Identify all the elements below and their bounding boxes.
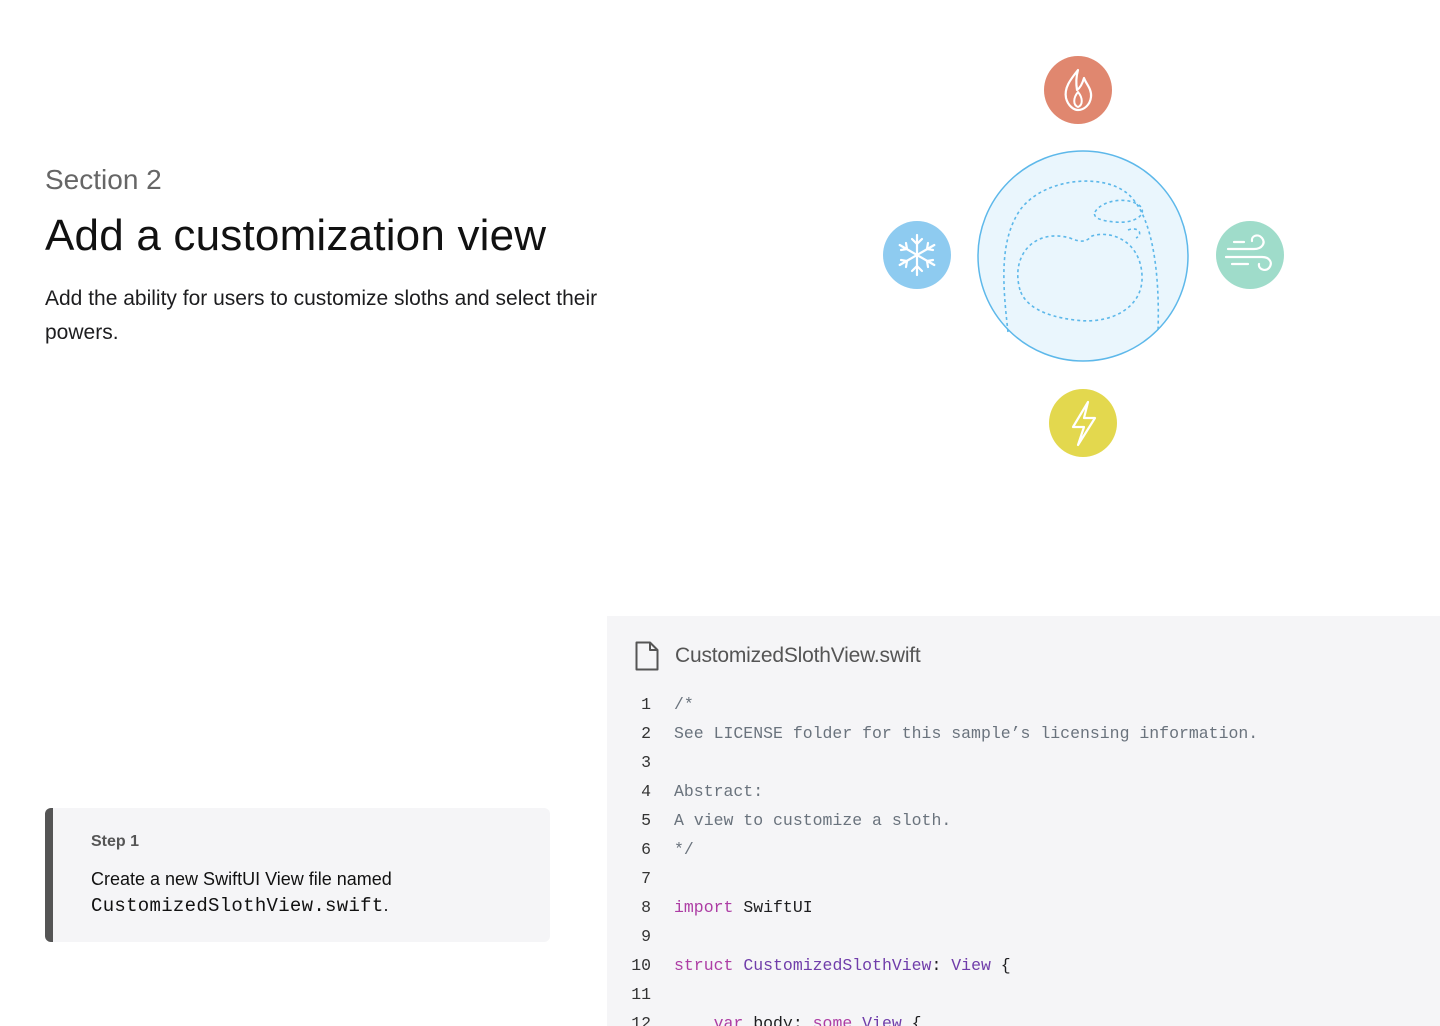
step-text-after: . [383,895,389,915]
code-line: 9 [607,922,1440,951]
line-number: 8 [641,898,651,917]
powers-illustration [870,40,1300,470]
fire-icon [1044,56,1112,124]
code-token: A view to customize a sloth. [674,811,952,830]
code-line: 2 See LICENSE folder for this sample’s li… [607,719,1440,748]
code-line: 4 Abstract: [607,777,1440,806]
code-token: { [990,956,1011,975]
code-line: 12 var body: some View { [607,1009,1440,1026]
code-token [674,1014,714,1026]
file-header: CustomizedSlothView.swift [635,640,921,672]
line-number: 1 [641,695,651,714]
file-name: CustomizedSlothView.swift [675,644,921,667]
code-token: some [812,1014,853,1026]
line-number: 6 [641,840,651,859]
step-card[interactable]: Step 1 Create a new SwiftUI View file na… [45,808,550,942]
line-number: 9 [641,927,651,946]
step-text-before: Create a new SwiftUI View file named [91,869,392,889]
code-content: struct CustomizedSlothView: View { [674,956,1011,975]
code-token [733,956,743,975]
code-content: Abstract: [674,782,763,801]
code-token [852,1014,862,1026]
code-content: var body: some View { [674,1014,922,1026]
code-line: 5 A view to customize a sloth. [607,806,1440,835]
section-description: Add the ability for users to customize s… [45,287,598,344]
code-content: /* [674,695,694,714]
code-token: import [674,898,734,917]
line-number: 11 [631,985,651,1004]
code-token: See LICENSE folder for this sample’s lic… [674,724,1259,743]
section-intro: Section 2 Add a customization view Add t… [45,158,665,350]
line-number: 5 [641,811,651,830]
code-token: : [931,956,952,975]
step-code: CustomizedSlothView.swift [91,895,384,917]
code-token: */ [674,840,694,859]
code-line: 1 /* [607,690,1440,719]
step-label: Step 1 [91,833,140,850]
section-eyebrow: Section 2 [45,164,162,195]
section-title: Add a customization view [45,211,547,260]
snowflake-icon [883,221,951,289]
line-number: 7 [641,869,651,888]
code-token: struct [674,956,734,975]
code-token: CustomizedSlothView [743,956,932,975]
code-token: SwiftUI [733,898,813,917]
line-number: 12 [631,1014,651,1026]
code-token: Abstract: [674,782,764,801]
document-icon [635,641,659,671]
code-line: 11 [607,980,1440,1009]
code-content: A view to customize a sloth. [674,811,951,830]
line-number: 3 [641,753,651,772]
code-content: import SwiftUI [674,898,813,917]
line-number: 10 [631,956,651,975]
sloth-outline-icon [977,150,1189,362]
code-token: var [713,1014,744,1026]
wind-icon [1216,221,1284,289]
code-panel: CustomizedSlothView.swift 1 /* 2 See LICENS… [607,616,1440,1026]
code-line: 8 import SwiftUI [607,893,1440,922]
code-line: 7 [607,864,1440,893]
lightning-icon [1049,389,1117,457]
code-token: body: [743,1014,813,1026]
code-line: 3 [607,748,1440,777]
code-line: 10 struct CustomizedSlothView: View { [607,951,1440,980]
code-token: { [901,1014,922,1026]
code-listing[interactable]: 1 /* 2 See LICENSE folder for this sample’s… [607,690,1440,1026]
code-line: 6 */ [607,835,1440,864]
code-token: View [951,956,991,975]
code-content: See LICENSE folder for this sample’s lic… [674,724,1258,743]
step-text: Create a new SwiftUI View file named Cus… [91,866,520,919]
line-number: 2 [641,724,651,743]
code-token: /* [674,695,694,714]
line-number: 4 [641,782,651,801]
code-content: */ [674,840,694,859]
code-token: View [862,1014,902,1026]
